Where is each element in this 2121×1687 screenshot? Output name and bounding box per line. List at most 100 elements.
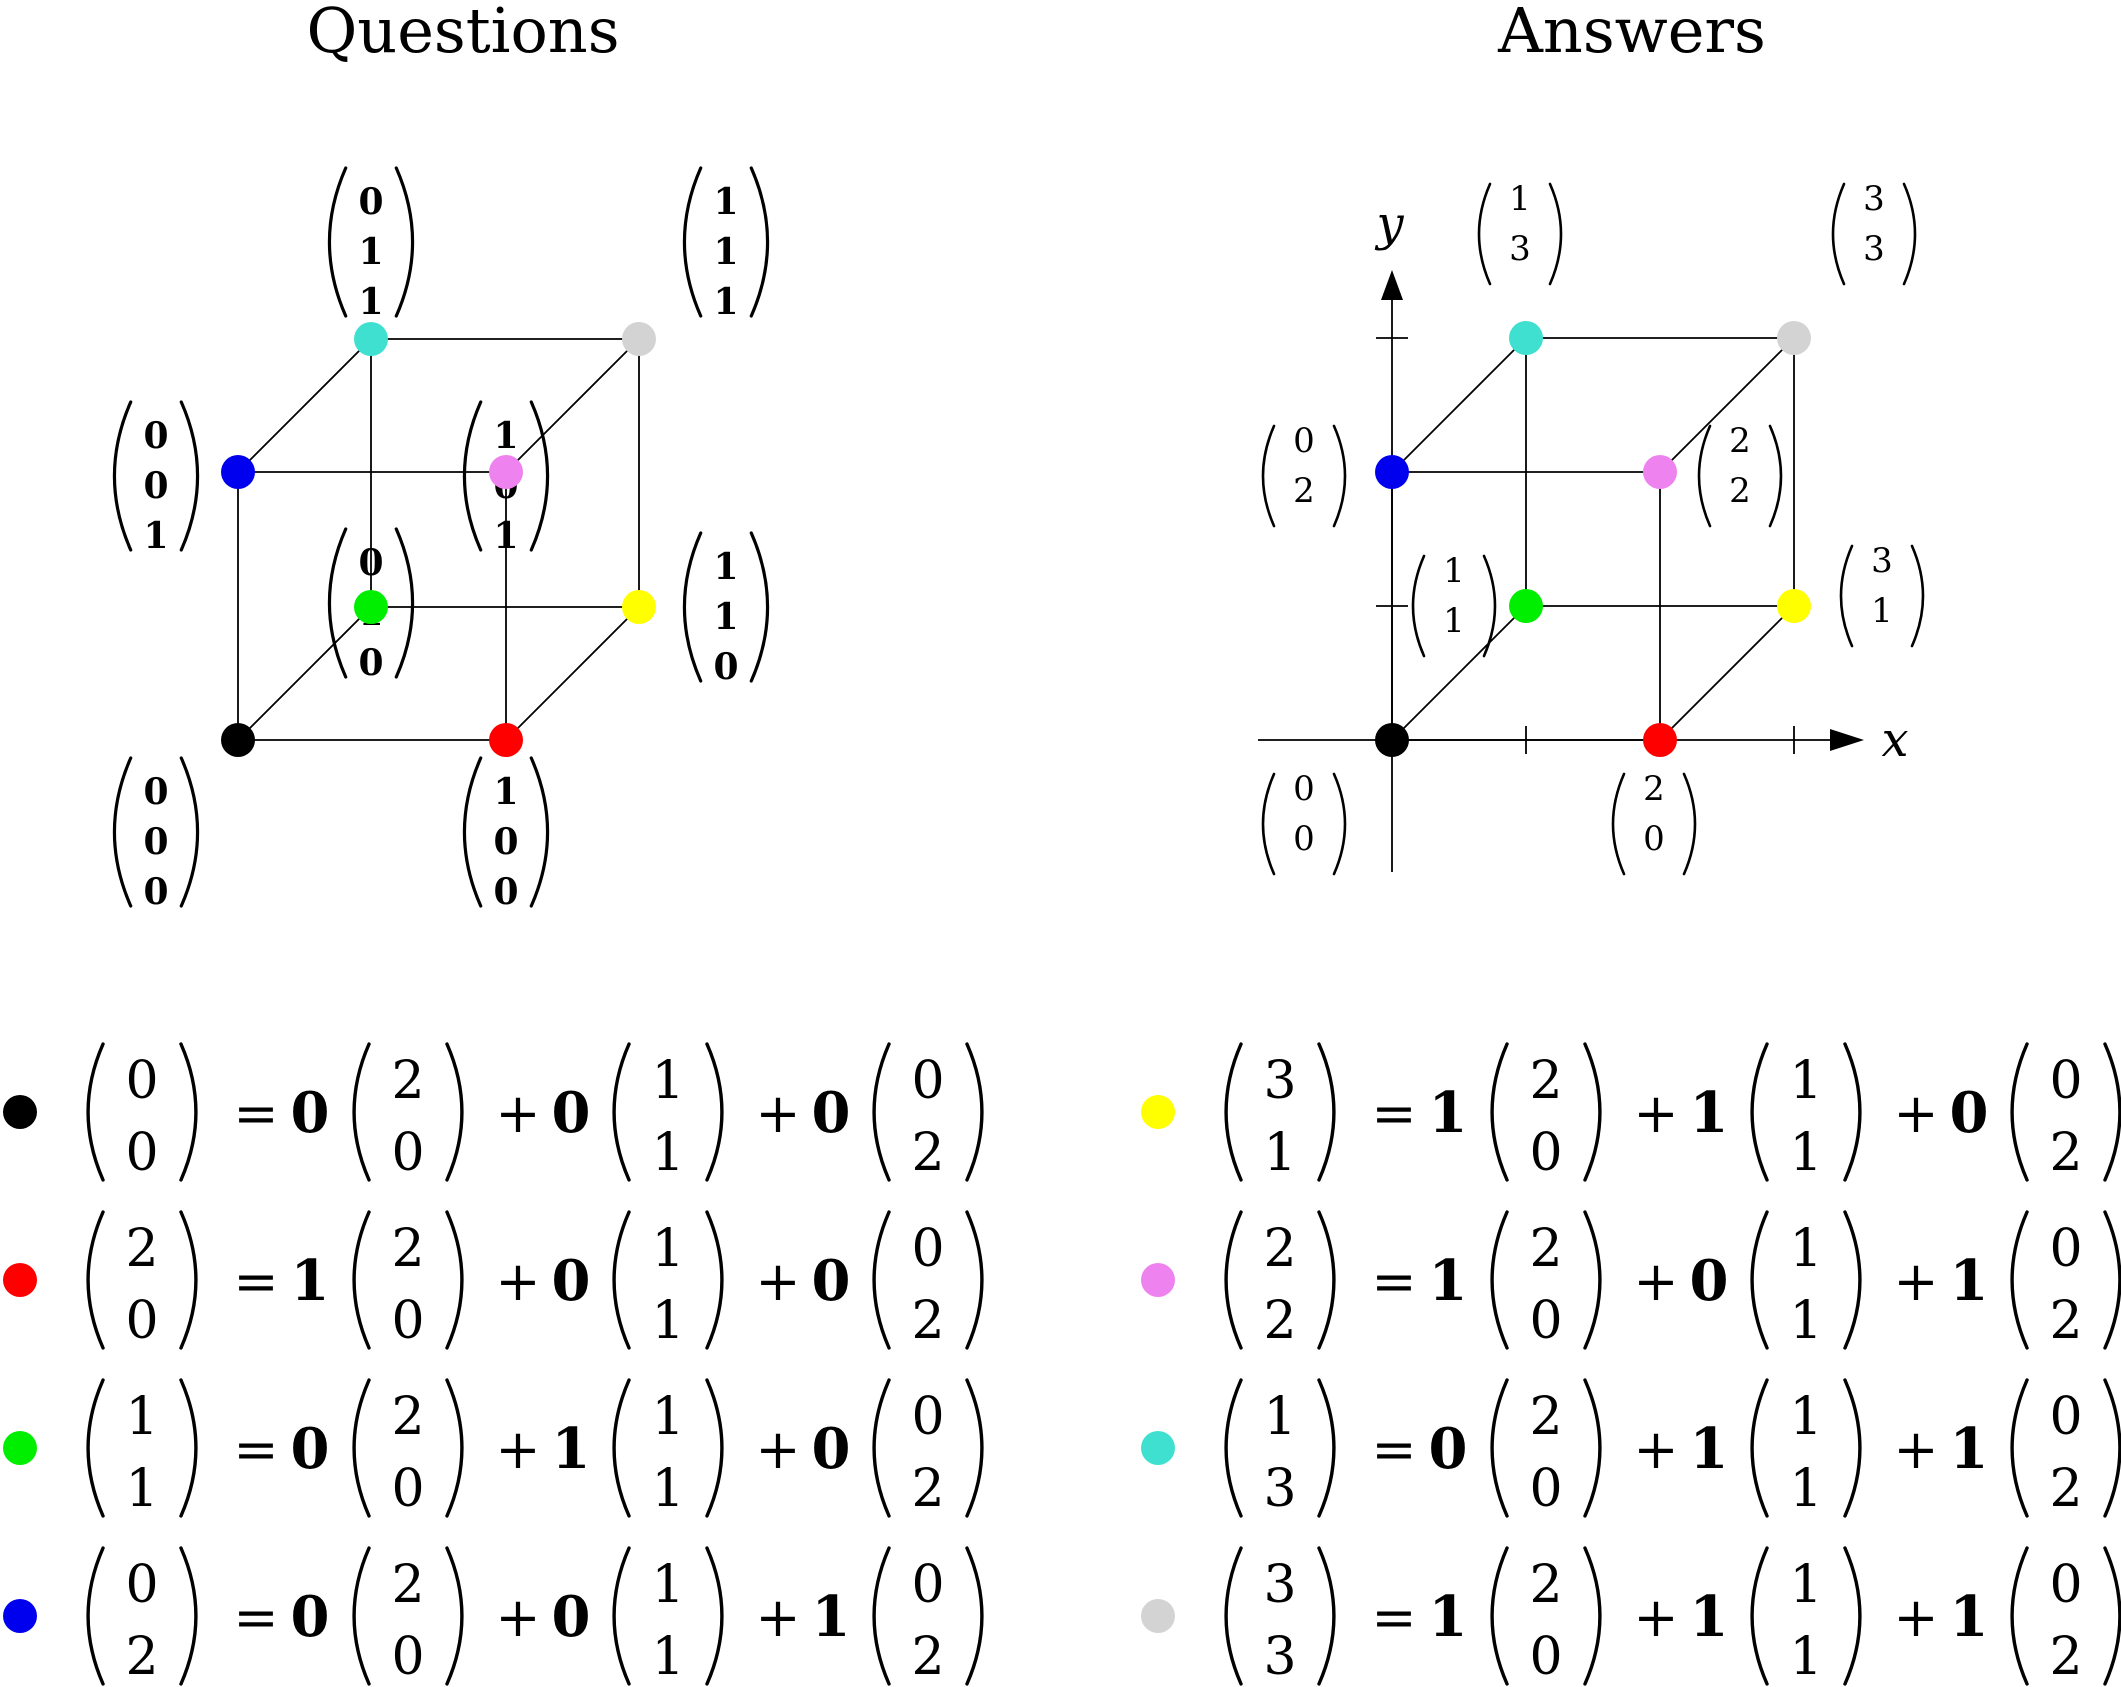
vector-entry: 1 — [493, 415, 518, 457]
vector-entry: 3 — [1863, 179, 1885, 219]
coefficient: 1 — [291, 1248, 330, 1314]
left-paren — [352, 1210, 371, 1350]
right-paren — [705, 1210, 724, 1350]
vector-entry: 1 — [651, 1123, 684, 1183]
basis-vector: 11 — [1750, 1210, 1862, 1351]
vector-entry: 3 — [1509, 229, 1531, 269]
vector-entry: 0 — [911, 1555, 944, 1615]
right-paren — [965, 1378, 984, 1518]
right-paren — [445, 1042, 464, 1182]
plus-sign: + — [755, 1250, 800, 1313]
vector-entry: 3 — [1863, 229, 1885, 269]
coefficient: 0 — [1429, 1416, 1468, 1482]
vertex-dot-violet — [1643, 455, 1677, 489]
vector-entry: 0 — [2049, 1555, 2082, 1615]
plus-sign: + — [495, 1418, 540, 1481]
right-paren — [1843, 1546, 1862, 1686]
basis-vector: 11 — [612, 1210, 724, 1351]
vector-entry: 2 — [391, 1219, 424, 1279]
vertex-dot-gray — [1777, 321, 1811, 355]
vector-entry: 2 — [2049, 1627, 2082, 1687]
coefficient: 0 — [812, 1248, 851, 1314]
cube-edge — [505, 338, 640, 473]
vector-entry: 1 — [1443, 601, 1465, 641]
basis-vector: 11 — [1750, 1378, 1862, 1519]
right-paren — [1317, 1042, 1336, 1182]
equation-dot-red — [3, 1263, 37, 1297]
vector-entry: 0 — [391, 1291, 424, 1351]
basis-vector: 02 — [2010, 1042, 2121, 1183]
vector-entry: 2 — [1643, 769, 1665, 809]
right-paren — [705, 1546, 724, 1686]
vector-entry: 1 — [1789, 1459, 1822, 1519]
coefficient: 1 — [1950, 1416, 1989, 1482]
vertex-label-2d: 11 — [1411, 551, 1497, 658]
basis-vector: 02 — [872, 1210, 984, 1351]
result-vector: 20 — [86, 1210, 198, 1351]
vector-entry: 2 — [911, 1627, 944, 1687]
equation-dot-gray — [1141, 1599, 1175, 1633]
left-paren — [2010, 1210, 2029, 1350]
vertex-label-3d: 000 — [112, 756, 200, 913]
left-paren — [1490, 1210, 1509, 1350]
coefficient: 0 — [552, 1248, 591, 1314]
left-paren — [1490, 1378, 1509, 1518]
right-paren — [2103, 1042, 2121, 1182]
equals-sign: = — [233, 1250, 278, 1313]
basis-vector: 20 — [352, 1042, 464, 1183]
equals-sign: = — [1371, 1250, 1416, 1313]
plus-sign: + — [1893, 1082, 1938, 1145]
right-paren — [1843, 1378, 1862, 1518]
coefficient: 1 — [1429, 1584, 1468, 1650]
vector-entry: 0 — [391, 1459, 424, 1519]
vector-entry: 1 — [651, 1627, 684, 1687]
right-paren — [1583, 1546, 1602, 1686]
basis-vector: 02 — [872, 1042, 984, 1183]
vector-entry: 1 — [651, 1291, 684, 1351]
vector-entry: 1 — [1789, 1291, 1822, 1351]
right-paren — [1583, 1042, 1602, 1182]
questions-title: Questions — [306, 0, 619, 67]
vector-entry: 0 — [143, 465, 168, 507]
vector-entry: 0 — [911, 1387, 944, 1447]
cube-edge — [237, 606, 372, 741]
vector-entry: 2 — [1529, 1219, 1562, 1279]
right-paren — [1682, 772, 1697, 876]
vertex-label-2d: 33 — [1831, 179, 1917, 286]
right-paren — [705, 1042, 724, 1182]
vector-entry: 2 — [391, 1387, 424, 1447]
vector-entry: 0 — [358, 542, 383, 584]
coefficient: 0 — [552, 1080, 591, 1146]
vector-entry: 0 — [1529, 1627, 1562, 1687]
vector-entry: 1 — [1789, 1387, 1822, 1447]
plus-sign: + — [1633, 1418, 1678, 1481]
equals-sign: = — [233, 1082, 278, 1145]
equation-dot-turquoise — [1141, 1431, 1175, 1465]
left-paren — [112, 400, 133, 552]
left-paren — [1224, 1378, 1243, 1518]
left-paren — [612, 1210, 631, 1350]
right-paren — [1548, 182, 1563, 286]
left-paren — [327, 166, 348, 318]
result-vector: 31 — [1224, 1042, 1336, 1183]
right-paren — [1910, 544, 1925, 648]
left-paren — [352, 1378, 371, 1518]
vector-entry: 1 — [651, 1051, 684, 1111]
cube-edge — [1391, 337, 1527, 473]
right-paren — [1843, 1210, 1862, 1350]
left-paren — [682, 531, 703, 683]
y-axis-label: y — [1374, 196, 1404, 252]
left-paren — [1839, 544, 1854, 648]
basis-vector: 02 — [2010, 1546, 2121, 1687]
vector-entry: 0 — [1293, 421, 1315, 461]
left-paren — [612, 1546, 631, 1686]
vector-entry: 1 — [713, 231, 738, 273]
vertex-dot-turquoise — [354, 322, 388, 356]
